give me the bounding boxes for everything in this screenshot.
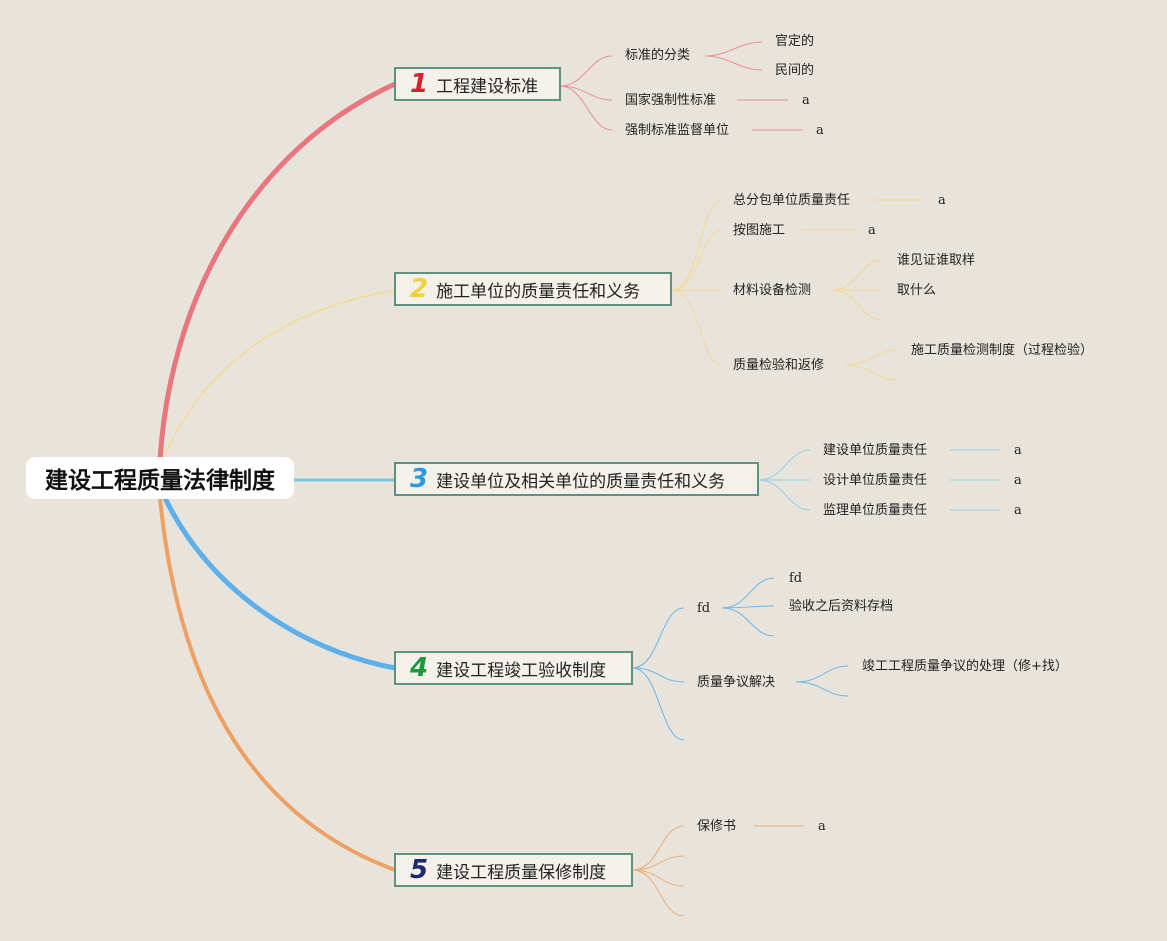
trunk-1 <box>157 81 397 461</box>
b1-child-standard-classes[interactable]: 标准的分类 <box>625 48 691 63</box>
branch-number-5: 5 <box>410 855 429 885</box>
b1-child-supervision-unit[interactable]: 强制标准监督单位 <box>625 123 730 138</box>
b3-child-owner-responsibility[interactable]: 建设单位质量责任 <box>823 443 928 458</box>
b4-child-fd[interactable]: fd <box>697 601 711 616</box>
b4-grandchild-archive-after-acceptance[interactable]: 验收之后资料存档 <box>789 599 894 614</box>
branch-label-3: 建设单位及相关单位的质量责任和义务 <box>436 471 726 492</box>
b2-child-build-by-drawing[interactable]: 按图施工 <box>733 223 786 238</box>
b2-child-inspection-rework[interactable]: 质量检验和返修 <box>733 358 825 373</box>
b5-child-warranty-doc[interactable]: 保修书 <box>697 819 737 834</box>
branch-label-5: 建设工程质量保修制度 <box>436 862 607 883</box>
branch-number-4: 4 <box>410 653 429 683</box>
b3-note-owner-responsibility[interactable]: a <box>1014 443 1022 458</box>
b1-note-supervision-unit[interactable]: a <box>816 123 824 138</box>
b3-child-design-responsibility[interactable]: 设计单位质量责任 <box>823 473 928 488</box>
branch-label-1: 工程建设标准 <box>436 76 539 97</box>
b5-note-warranty-doc[interactable]: a <box>818 819 826 834</box>
trunk-4 <box>162 496 396 671</box>
trunk-5 <box>158 497 396 872</box>
b2-note-subcontract-responsibility[interactable]: a <box>938 193 946 208</box>
branch-number-2: 2 <box>410 274 429 304</box>
branch-node-5[interactable]: 5 建设工程质量保修制度 <box>394 853 633 887</box>
b4-grandchild-dispute-handling[interactable]: 竣工工程质量争议的处理（修+找） <box>862 659 1068 674</box>
b1-grandchild-official[interactable]: 官定的 <box>775 34 815 49</box>
branch-label-4: 建设工程竣工验收制度 <box>436 660 607 681</box>
b3-note-design-responsibility[interactable]: a <box>1014 473 1022 488</box>
branch-node-3[interactable]: 3 建设单位及相关单位的质量责任和义务 <box>394 462 759 496</box>
b2-grandchild-process-inspection[interactable]: 施工质量检测制度（过程检验） <box>911 343 1094 358</box>
b3-child-supervisor-responsibility[interactable]: 监理单位质量责任 <box>823 503 928 518</box>
b3-note-supervisor-responsibility[interactable]: a <box>1014 503 1022 518</box>
b2-child-material-testing[interactable]: 材料设备检测 <box>733 283 812 298</box>
b2-child-subcontract-responsibility[interactable]: 总分包单位质量责任 <box>733 193 851 208</box>
trunk-2 <box>162 289 396 461</box>
branch-node-4[interactable]: 4 建设工程竣工验收制度 <box>394 651 633 685</box>
branch-node-1[interactable]: 1 工程建设标准 <box>394 67 561 101</box>
branch-label-2: 施工单位的质量责任和义务 <box>436 281 641 302</box>
branch-node-2[interactable]: 2 施工单位的质量责任和义务 <box>394 272 672 306</box>
b1-grandchild-civil[interactable]: 民间的 <box>775 63 815 78</box>
root-node[interactable]: 建设工程质量法律制度 <box>26 457 294 499</box>
b1-note-mandatory-standard[interactable]: a <box>802 93 810 108</box>
b2-grandchild-witness-sampling[interactable]: 谁见证谁取样 <box>897 253 976 268</box>
branch-number-3: 3 <box>410 464 429 494</box>
b2-grandchild-what-to-take[interactable]: 取什么 <box>897 283 937 298</box>
b2-note-build-by-drawing[interactable]: a <box>868 223 876 238</box>
b4-grandchild-fd[interactable]: fd <box>789 571 803 586</box>
branch-number-1: 1 <box>410 69 429 99</box>
b1-child-mandatory-standard[interactable]: 国家强制性标准 <box>625 93 717 108</box>
b4-child-dispute-resolution[interactable]: 质量争议解决 <box>697 675 776 690</box>
